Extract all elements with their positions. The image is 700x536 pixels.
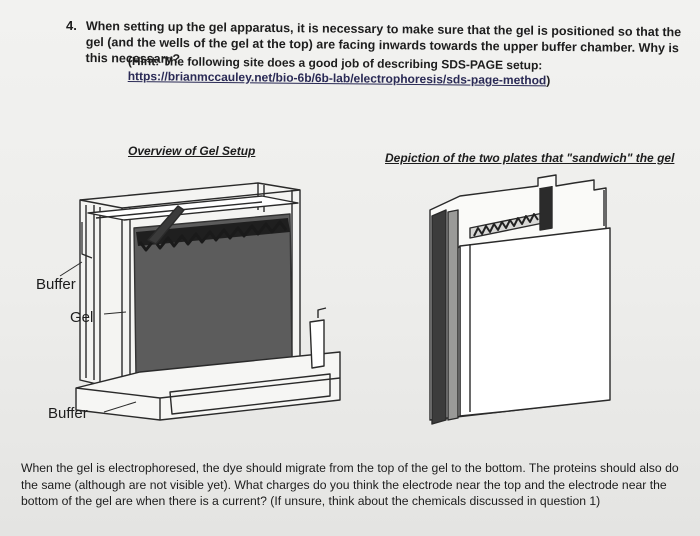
buffer-lower-label: Buffer [48, 405, 88, 422]
plates-figure-title: Depiction of the two plates that "sandwi… [385, 151, 675, 165]
gel-label: Gel [70, 309, 94, 326]
overview-figure-title: Overview of Gel Setup [128, 144, 256, 158]
follow-up-question: When the gel is electrophoresed, the dye… [21, 461, 679, 508]
buffer-upper-label: Buffer [36, 276, 76, 293]
question-number: 4. [66, 18, 77, 33]
